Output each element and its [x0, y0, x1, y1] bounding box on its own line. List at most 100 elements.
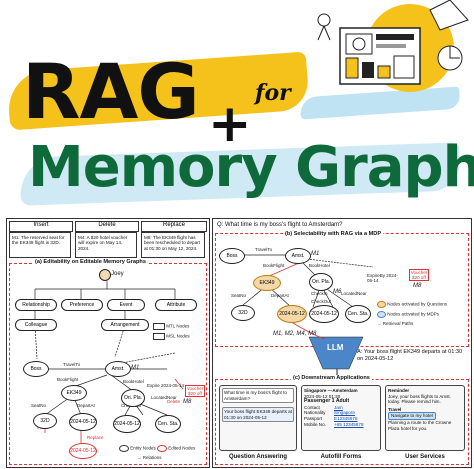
- legend-entity: Entity Nodes: [119, 445, 156, 452]
- mdp-edge-bookhotel: BookHotel: [309, 263, 330, 268]
- form-row: Passport E12345678: [304, 416, 378, 422]
- node-preference: Preference: [61, 299, 103, 311]
- mdp-edge-locatednear: LocatedNear: [341, 291, 367, 296]
- form-box: Singapore —Amsterdam 2024-05-12 01:30 Pa…: [301, 385, 381, 451]
- navigate-button[interactable]: Navigate to my hotel: [388, 412, 436, 420]
- mdp-edge-travelto: TravelTo: [255, 247, 273, 252]
- m-label-2: M2: [284, 331, 294, 337]
- mdp-edge-checkout: CheckOut: [311, 299, 332, 304]
- node-32d: 32D: [33, 413, 57, 429]
- node-colleague: Colleague: [15, 319, 57, 331]
- analytics-illustration: [317, 0, 469, 92]
- title-rag: RAG: [22, 47, 200, 136]
- edge-locatednear: LocatedNear: [151, 395, 177, 400]
- m-label-row: M1, M2, M4, M8: [273, 331, 317, 337]
- edge-travelto: TravelTo: [63, 362, 81, 367]
- node-boss: Boss: [23, 361, 49, 377]
- qa-question: What time is my boss's flight to Amsterd…: [222, 388, 294, 404]
- qa-answer: Your boss flight EK349 departs at 01:30 …: [222, 407, 294, 423]
- form-value[interactable]: +65 12345678: [334, 421, 364, 427]
- edge-bookflight: BookFlight: [57, 377, 79, 382]
- tree-lines: [34, 281, 184, 445]
- service-reminder: Reminder: [388, 388, 410, 393]
- header-banner: RAG for + Memory Graph: [0, 0, 474, 212]
- mdp-node-boss: Boss: [219, 248, 245, 264]
- mdp-node-date-2: 2024-05-12: [309, 305, 339, 323]
- mdp-voucher: Voucher $20 off: [409, 269, 429, 281]
- title-for: for: [255, 80, 291, 106]
- node-event: Event: [107, 299, 145, 311]
- legend-mtl: MTL Nodes: [153, 323, 189, 330]
- subtitle-b: (b) Selectability with RAG via a MDP: [283, 231, 384, 237]
- mdp-label-m6: M6: [333, 289, 342, 295]
- node-date-edited: 2024-05-12: [69, 443, 97, 459]
- col-header-delete: Delete: [75, 221, 139, 232]
- service-travel: Travel: [388, 406, 402, 412]
- node-arrangement: Arrangement: [101, 319, 149, 331]
- node-attribute: Attribute: [155, 299, 197, 311]
- mdp-legend-paths: → Retrieval Paths: [377, 321, 414, 326]
- voucher-badge: Voucher $20 off: [185, 385, 205, 397]
- root-joey: Joey: [111, 271, 124, 277]
- form-value[interactable]: Jam: [334, 404, 343, 410]
- annot-replace: Replace: [87, 435, 104, 440]
- mdp-legend-mdp: Nodes activated by MDPs: [377, 311, 439, 318]
- cell-insert: M1: The reserved seat for the EK349 flig…: [9, 232, 71, 258]
- annot-delete: Delete: [167, 399, 181, 404]
- m-label-4: M8: [308, 331, 317, 337]
- form-label: Nationality: [304, 410, 326, 416]
- question: Q: What time is my boss's flight to Amst…: [217, 222, 343, 228]
- mdp-edge-expireby: ExpireBy 2024-05-14: [367, 273, 398, 283]
- left-panel: Insert Delete Replace M1: The reserved s…: [6, 218, 210, 468]
- cell-delete: M4: A $20 hotel voucher will expire on M…: [75, 232, 137, 258]
- legend-msl: MSL Nodes: [153, 333, 190, 340]
- service-travel-text: Planning a route to the Crowne Plaza hot…: [388, 419, 452, 431]
- mdp-legend-question: Nodes activated by Questions: [377, 301, 447, 308]
- node-ek349: EK349: [61, 385, 87, 401]
- subtitle-a: (a) Editability on Editable Memory Graph…: [33, 259, 148, 265]
- mdp-node-ori-pla: Ori. Pla.: [309, 273, 333, 291]
- title-plus: +: [208, 94, 252, 154]
- form-row: Nationality Singapore: [304, 410, 378, 416]
- form-passenger: Passenger 1 Adult: [304, 398, 350, 405]
- node-ori-pla: Ori. Pla.: [121, 389, 145, 407]
- mdp-edge-bookflight: BookFlight: [263, 263, 285, 268]
- cell-replace: M8: The EK349 flight has been reschedule…: [141, 232, 205, 258]
- mdp-edge-departat: DepartAt: [271, 293, 289, 298]
- label-m8: M8: [183, 399, 192, 405]
- form-row: Contact Jam: [304, 405, 378, 411]
- node-amst: Amst.: [105, 361, 131, 377]
- edge-seatno: SeatNo: [31, 403, 47, 408]
- mdp-edge-seatno: SeatNo: [231, 293, 247, 298]
- title-memory-graph: Memory Graph: [28, 135, 474, 200]
- person-icon: [99, 269, 111, 281]
- node-relationship: Relationship: [15, 299, 57, 311]
- form-label: Contact: [304, 404, 320, 410]
- mdp-node-date: 2024-05-12: [277, 305, 307, 323]
- mdp-node-cen-sta: Cen. Sta.: [345, 305, 371, 323]
- edge-bookhotel: BookHotel: [123, 379, 144, 384]
- form-label: Passport: [304, 415, 323, 421]
- form-label: Mobile No.: [304, 421, 326, 427]
- form-route: Singapore —Amsterdam: [304, 388, 358, 393]
- edge-expire: Expire 2024-05-14: [147, 383, 185, 388]
- node-date-mid: 2024-05-12: [113, 415, 141, 433]
- m-label-3: M4: [296, 331, 305, 337]
- node-cen-sta: Cen. Sta.: [155, 415, 181, 433]
- subtitle-c: (c) Downstream Applications: [291, 375, 372, 381]
- llm-label: LLM: [327, 343, 344, 352]
- mdp-node-32d: 32D: [231, 305, 255, 321]
- answer: A: Your boss flight EK349 departs at 01:…: [357, 349, 463, 362]
- col-header-replace: Replace: [141, 221, 207, 232]
- app-label-forms: Autofill Forms: [320, 454, 362, 460]
- form-value[interactable]: Singapore: [334, 410, 355, 416]
- mdp-label-m8: M8: [413, 283, 422, 289]
- service-box: Reminder Joey, your boss flights to Amst…: [385, 385, 465, 451]
- form-date: 2024-05-12 01:30: [304, 393, 341, 399]
- form-value[interactable]: E12345678: [334, 415, 358, 421]
- right-panel: Q: What time is my boss's flight to Amst…: [212, 218, 472, 468]
- mdp-node-ek349: EK349: [253, 275, 281, 291]
- app-label-services: User Services: [405, 454, 445, 460]
- legend-relations: → Relations: [137, 455, 162, 460]
- edited-date-label: 2024-05-12: [70, 448, 96, 454]
